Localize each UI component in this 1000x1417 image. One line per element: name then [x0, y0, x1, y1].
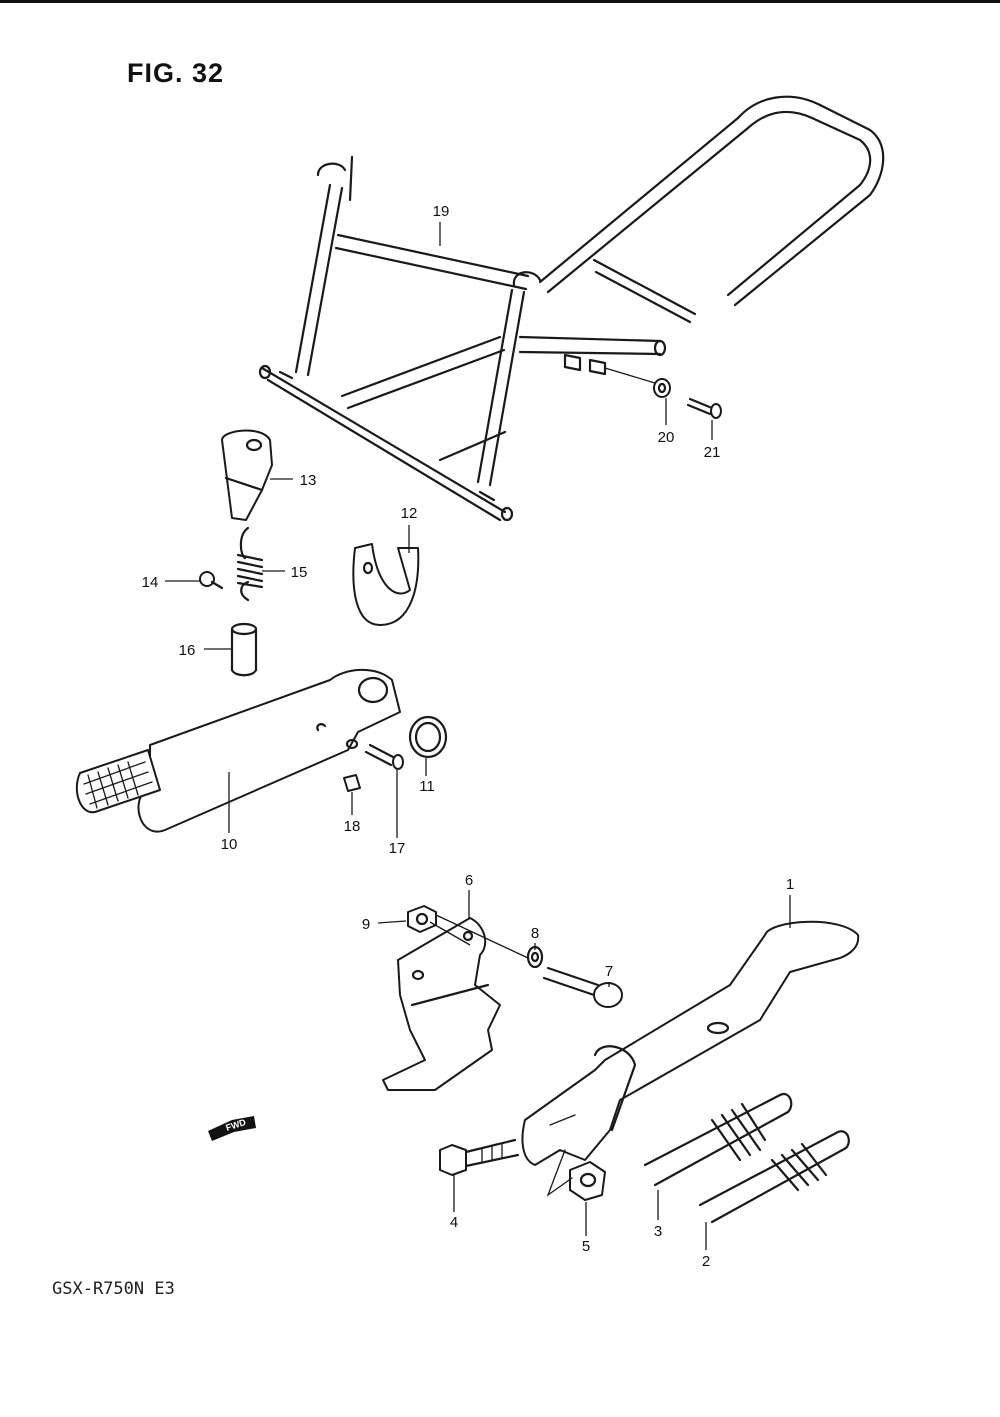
callout-4: 4	[450, 1214, 458, 1231]
callout-17: 17	[389, 840, 406, 857]
washer-11	[408, 715, 448, 759]
callout-1: 1	[786, 876, 794, 893]
guard-plate	[352, 543, 420, 626]
model-label: GSX-R750N E3	[52, 1279, 175, 1299]
bracket-nut	[407, 905, 437, 933]
spring-3	[643, 1092, 793, 1187]
callout-11: 11	[419, 778, 435, 795]
stand-bolt	[686, 397, 722, 419]
callout-2: 2	[702, 1253, 710, 1270]
page-top-border	[0, 0, 1000, 3]
callout-5: 5	[582, 1238, 590, 1255]
pedal-bolt	[364, 743, 404, 770]
callout-19: 19	[433, 203, 450, 220]
side-stand-bracket	[382, 917, 501, 1091]
callout-12: 12	[401, 505, 418, 522]
stand-bushing	[604, 367, 671, 398]
spring-bracket	[221, 429, 273, 521]
side-stand	[521, 920, 860, 1166]
callout-15: 15	[291, 564, 308, 581]
leader-lines	[165, 222, 791, 1250]
pedal-nut	[343, 774, 361, 792]
callout-3: 3	[654, 1223, 662, 1240]
callout-21: 21	[704, 444, 721, 461]
callout-6: 6	[465, 872, 473, 889]
stand-pedal-arm	[75, 668, 401, 833]
figure-title: FIG. 32	[127, 58, 225, 88]
callout-20: 20	[658, 429, 675, 446]
callout-13: 13	[300, 472, 317, 489]
spring-2	[698, 1130, 850, 1224]
fwd-arrow-icon: FWD	[208, 1116, 256, 1141]
callout-10: 10	[221, 836, 238, 853]
bracket-screw	[199, 571, 224, 590]
callout-8: 8	[531, 925, 539, 942]
bracket-bolt	[542, 966, 623, 1008]
collar	[230, 622, 258, 677]
callout-9: 9	[362, 916, 370, 933]
callout-7: 7	[605, 963, 613, 980]
center-stand-frame	[258, 95, 885, 522]
pivot-bolt	[439, 1138, 520, 1176]
pivot-nut	[546, 1149, 606, 1201]
callout-16: 16	[179, 642, 196, 659]
callout-numbers: 19 20 21 13 12 15 14 16 11 18 10 17 1 6 …	[142, 203, 795, 1270]
callout-14: 14	[142, 574, 159, 591]
return-spring	[236, 526, 264, 602]
callout-18: 18	[344, 818, 361, 835]
